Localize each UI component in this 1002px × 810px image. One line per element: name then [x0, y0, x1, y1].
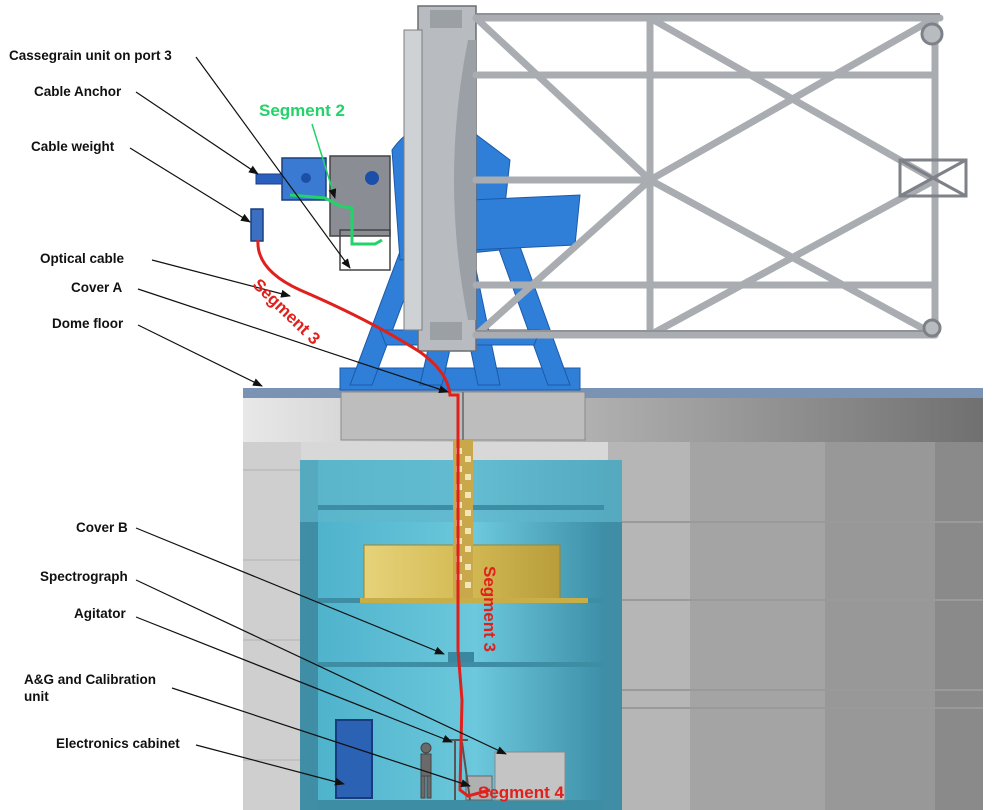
label-cover-b: Cover B: [76, 520, 128, 535]
label-cassegrain: Cassegrain unit on port 3: [9, 48, 172, 63]
label-cover-a: Cover A: [71, 280, 123, 295]
agitator: [450, 739, 471, 801]
cover-b: [448, 652, 474, 662]
label-cable-weight: Cable weight: [31, 139, 115, 154]
top-ring: [898, 22, 968, 338]
label-spectrograph: Spectrograph: [40, 569, 128, 584]
cassegrain-unit: [255, 155, 391, 271]
person-figure: [420, 742, 432, 799]
label-electronics: Electronics cabinet: [56, 736, 180, 751]
dome-floor: [243, 388, 983, 398]
spectrograph: [360, 544, 588, 603]
telescope-tube: [403, 5, 968, 352]
label-optical-cable: Optical cable: [40, 251, 125, 266]
label-segment-4: Segment 4: [478, 783, 564, 802]
spectrograph-unit: [494, 751, 566, 801]
label-cable-anchor: Cable Anchor: [34, 84, 122, 99]
label-ag-calibration: A&G and Calibration: [24, 672, 157, 687]
label-dome-floor: Dome floor: [52, 316, 124, 331]
cable-conduit: [453, 440, 473, 598]
label-segment-2: Segment 2: [259, 101, 345, 120]
label-segment-3-lower: Segment 3: [480, 566, 499, 652]
optical-cable: [256, 239, 491, 798]
leader-lines: [129, 56, 507, 787]
label-agitator: Agitator: [74, 606, 126, 621]
segment-2-path: [289, 193, 383, 246]
cable-weight: [250, 208, 264, 242]
label-ag-calibration-unit: unit: [24, 689, 49, 704]
electronics-cabinet: [335, 719, 373, 799]
